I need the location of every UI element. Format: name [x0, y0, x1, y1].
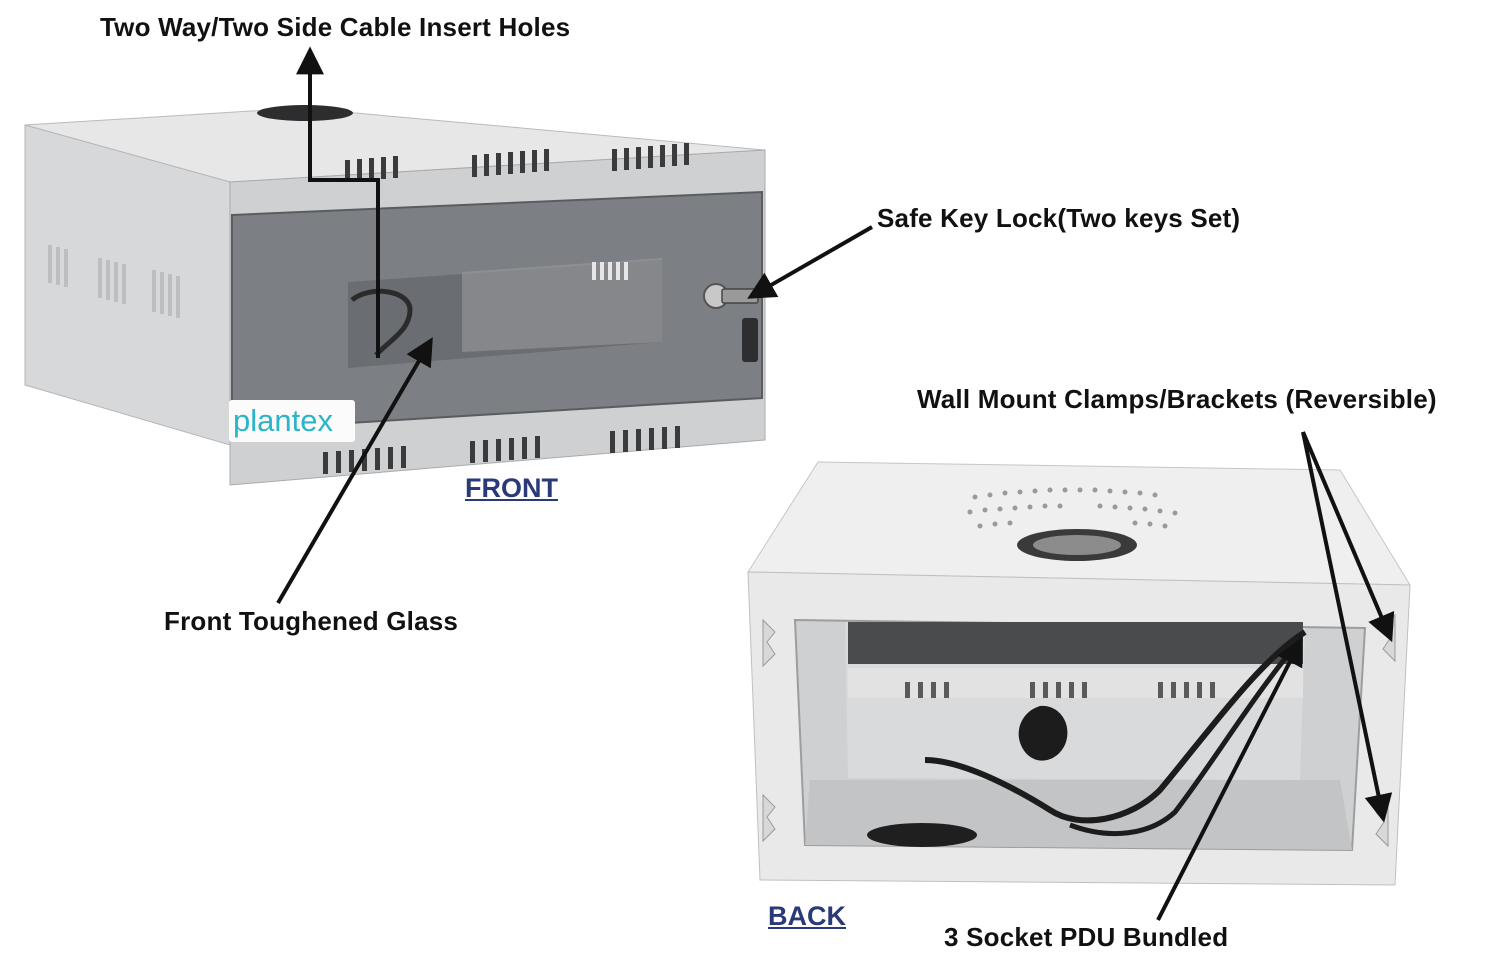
callout-arrows	[276, 46, 1395, 921]
back-cabinet	[747, 461, 1411, 886]
brand-logo: plantex	[229, 400, 355, 442]
label-safe-key-lock: Safe Key Lock(Two keys Set)	[877, 203, 1241, 233]
front-cabinet	[24, 105, 766, 486]
caption-front: FRONT	[465, 473, 558, 503]
label-front-toughened-glass: Front Toughened Glass	[164, 606, 459, 636]
label-pdu-bundled: 3 Socket PDU Bundled	[944, 922, 1229, 952]
caption-back: BACK	[768, 901, 846, 931]
label-cable-insert-holes: Two Way/Two Side Cable Insert Holes	[100, 12, 571, 42]
label-wall-mount-clamps: Wall Mount Clamps/Brackets (Reversible)	[917, 384, 1437, 414]
